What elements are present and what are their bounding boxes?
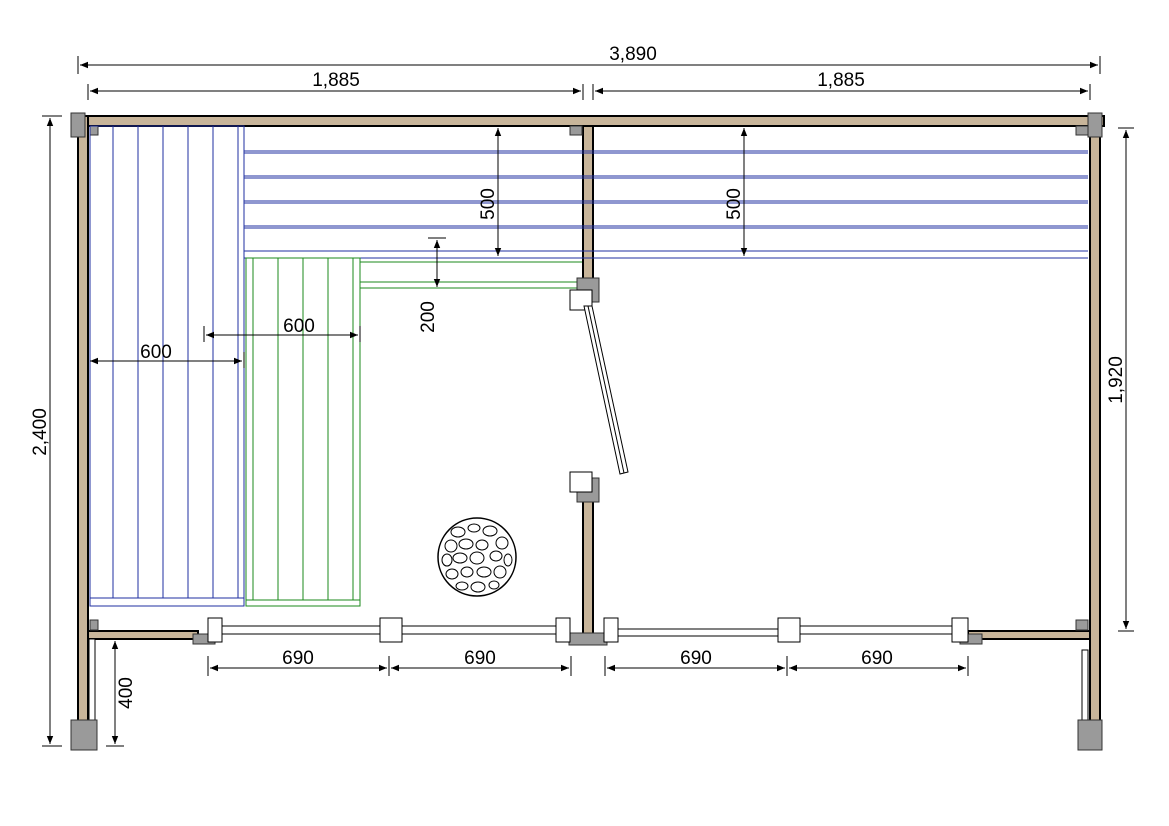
posts <box>70 112 1103 751</box>
overall-depth-label: 2,400 <box>30 408 51 456</box>
front-wall-left <box>87 630 199 640</box>
overall-width-label: 3,890 <box>609 44 657 65</box>
upper-bench-depth-left-label: 500 <box>478 188 499 220</box>
window-4-label: 690 <box>861 648 893 669</box>
window-2-label: 690 <box>464 648 496 669</box>
partition-wall-lower <box>582 483 594 637</box>
lower-bench <box>245 257 582 607</box>
top-wall <box>73 115 1105 127</box>
dimension-lines <box>42 56 1134 747</box>
upper-bench-left <box>89 125 245 607</box>
upper-bench-depth-right-label: 500 <box>724 188 745 220</box>
lower-bench-width-label: 600 <box>283 316 315 337</box>
dimension-labels: 3,890 1,885 1,885 2,400 1,920 500 500 20… <box>30 44 1127 709</box>
step-offset-label: 200 <box>418 301 439 333</box>
post <box>89 125 99 136</box>
room-depth-label: 1,920 <box>1106 356 1127 404</box>
front-wall-right <box>967 630 1091 640</box>
partition-wall-upper <box>582 125 594 299</box>
corner-post <box>70 719 98 751</box>
post <box>569 125 583 136</box>
window-1-label: 690 <box>282 648 314 669</box>
stone-heater-icon <box>437 517 517 597</box>
walls <box>73 115 1105 749</box>
porch-depth-label: 400 <box>116 677 137 709</box>
corner-post <box>1087 112 1103 138</box>
left-wall <box>77 115 89 749</box>
post <box>568 632 608 646</box>
window-3-label: 690 <box>680 648 712 669</box>
upper-bench-back <box>243 126 1088 259</box>
right-wall <box>1089 115 1101 749</box>
post <box>89 619 99 631</box>
right-half-width-label: 1,885 <box>817 70 865 91</box>
post <box>1075 619 1089 631</box>
upper-bench-width-label: 600 <box>140 342 172 363</box>
left-half-width-label: 1,885 <box>312 70 360 91</box>
corner-post <box>70 112 86 138</box>
corner-post <box>1077 719 1103 751</box>
front-windows <box>207 617 969 643</box>
sauna-door <box>569 277 629 503</box>
post <box>1075 125 1089 136</box>
